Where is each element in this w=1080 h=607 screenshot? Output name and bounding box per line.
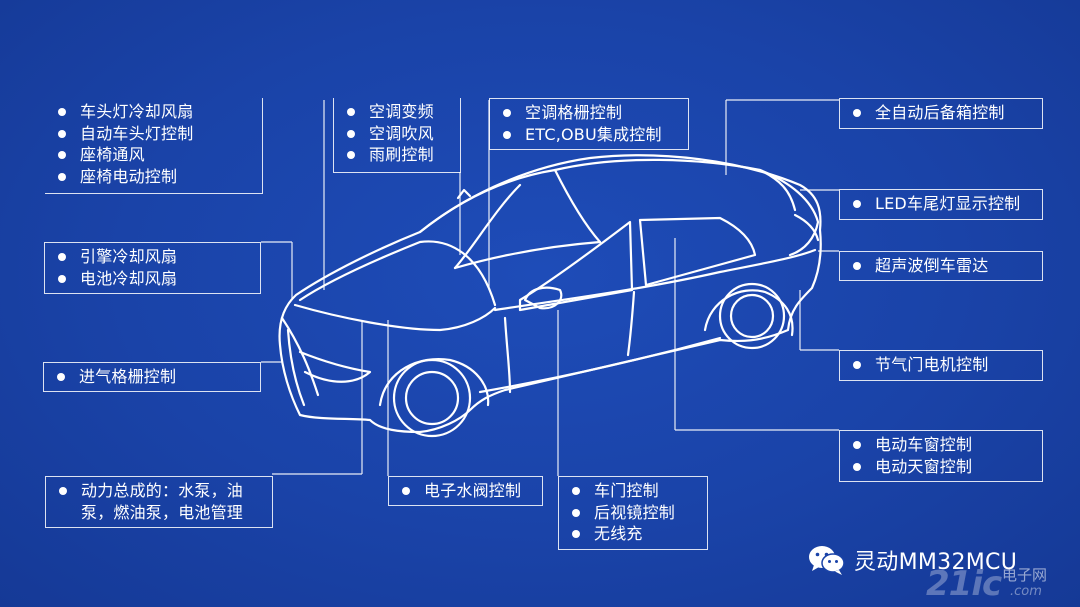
label-item: 节气门电机控制: [850, 354, 1032, 376]
car-headlight: [298, 350, 372, 383]
car-a-pillar: [453, 183, 522, 270]
car-hood: [298, 240, 497, 307]
wechat-icon: [809, 546, 845, 575]
car-rear-light: [793, 213, 820, 242]
label-item: 雨刷控制: [344, 144, 450, 166]
car-windshield: [418, 168, 602, 244]
car-front-grille: [286, 328, 306, 407]
car-hood-crease: [293, 303, 497, 332]
label-ac-grille: 空调格栅控制 ETC,OBU集成控制: [489, 98, 689, 150]
label-item: 空调变频: [344, 101, 450, 123]
label-item: 电子水阀控制: [399, 480, 532, 502]
label-water-valve: 电子水阀控制: [388, 476, 543, 506]
label-doors: 车门控制 后视镜控制 无线充: [558, 476, 708, 550]
car-body-outline: [278, 154, 822, 434]
label-item: 电池冷却风扇: [55, 268, 250, 290]
car-roof: [553, 158, 797, 212]
label-item: LED车尾灯显示控制: [850, 193, 1032, 215]
label-item: 引擎冷却风扇: [55, 246, 250, 268]
car-door-line-2: [626, 290, 636, 357]
label-item: 空调吹风: [344, 123, 450, 145]
car-front-arch: [378, 358, 490, 407]
label-item: 后视镜控制: [569, 502, 697, 524]
site-logo-com: .com: [1010, 584, 1042, 599]
label-item: ETC,OBU集成控制: [500, 124, 678, 146]
car-front-wheel-outer: [392, 358, 472, 438]
label-front-cooling: 车头灯冷却风扇 自动车头灯控制 座椅通风 座椅电动控制: [45, 98, 263, 194]
site-logo-main: 21ic: [926, 564, 1002, 604]
label-item: 电动天窗控制: [850, 456, 1032, 478]
label-trunk: 全自动后备箱控制: [839, 98, 1043, 129]
car-sill: [478, 336, 722, 394]
label-item: 进气格栅控制: [54, 366, 250, 388]
car-window-rear: [638, 216, 757, 287]
label-item: 自动车头灯控制: [55, 123, 252, 145]
label-item: 车头灯冷却风扇: [55, 101, 252, 123]
label-item: 座椅电动控制: [55, 166, 252, 188]
watermark: 灵动MM32MCU: [808, 540, 1017, 580]
car-windshield-base: [453, 240, 602, 270]
car-mirror: [523, 286, 563, 310]
car-door-line-1: [503, 316, 512, 394]
label-item: 座椅通风: [55, 144, 252, 166]
car-trunk: [758, 168, 820, 257]
car-front-fascia: [280, 316, 320, 397]
label-radar: 超声波倒车雷达: [839, 251, 1043, 281]
car-rear-wheel-outer: [718, 282, 786, 350]
car-beltline: [493, 248, 817, 312]
label-item: 动力总成的：水泵，油泵，燃油泵，电池管理: [56, 480, 262, 523]
label-throttle: 节气门电机控制: [839, 350, 1043, 381]
site-logo-cn: 电子网: [1002, 566, 1048, 584]
label-engine-fans: 引擎冷却风扇 电池冷却风扇: [44, 242, 261, 294]
label-item: 超声波倒车雷达: [850, 255, 1032, 277]
car-window-front: [518, 220, 634, 312]
watermark-text: 灵动MM32MCU: [854, 550, 1018, 575]
label-item: 空调格栅控制: [500, 102, 678, 124]
label-intake-grille: 进气格栅控制: [43, 362, 261, 392]
label-tail-light: LED车尾灯显示控制: [839, 189, 1043, 220]
label-powertrain: 动力总成的：水泵，油泵，燃油泵，电池管理: [45, 476, 273, 528]
car-rear-wheel-inner: [729, 293, 775, 339]
label-windows: 电动车窗控制 电动天窗控制: [839, 430, 1043, 482]
label-item: 车门控制: [569, 480, 697, 502]
site-logo: 21ic 电子网 .com: [926, 562, 1076, 604]
label-hvac: 空调变频 空调吹风 雨刷控制: [333, 98, 461, 173]
label-item: 全自动后备箱控制: [850, 102, 1032, 124]
car-rear-arch: [703, 289, 794, 337]
label-item: 无线充: [569, 523, 697, 545]
car-front-wheel-inner: [404, 370, 460, 426]
label-item: 电动车窗控制: [850, 434, 1032, 456]
